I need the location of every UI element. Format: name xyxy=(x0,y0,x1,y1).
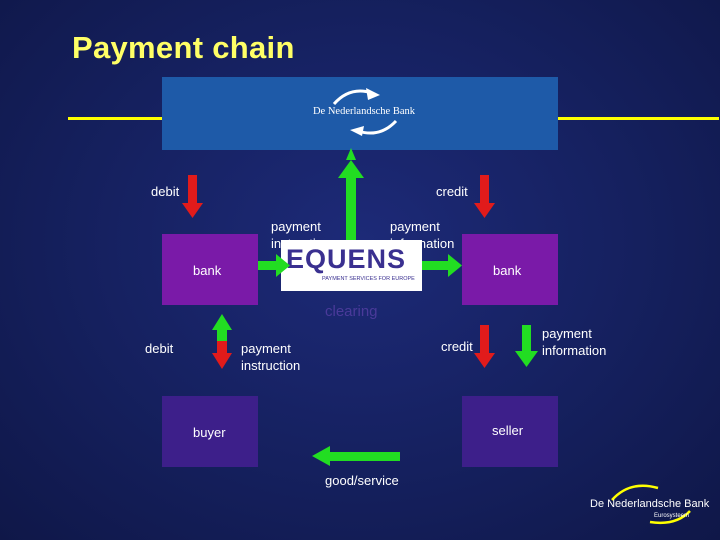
arrow-debit-bottom xyxy=(212,314,232,369)
buyer-box xyxy=(162,396,258,467)
arrow-debit-top xyxy=(182,175,203,218)
footer-tagline: Eurosysteem xyxy=(654,513,690,519)
footer-brand: De Nederlandsche Bank xyxy=(590,498,710,510)
page-title: Payment chain xyxy=(72,30,295,65)
label-buyer: buyer xyxy=(193,425,226,440)
label-credit-bottom: credit xyxy=(441,339,473,354)
label-seller: seller xyxy=(492,423,524,438)
label-credit-top: credit xyxy=(436,184,468,199)
arrow-payment-info-bottom xyxy=(515,325,538,367)
label-payment-information-top: payment information xyxy=(390,219,455,251)
clearing-logo xyxy=(281,240,422,291)
label-debit-top: debit xyxy=(151,184,180,199)
clearing-logo-tagline: PAYMENT SERVICES FOR EUROPE xyxy=(322,276,415,282)
arrow-bank-to-clearing xyxy=(258,254,290,277)
seller-box xyxy=(462,396,558,467)
bank-right-box xyxy=(462,234,558,305)
clearing-logo-word: EQUENS xyxy=(286,244,407,274)
arrow-credit-bottom xyxy=(474,325,495,368)
title-rule-right xyxy=(557,117,719,120)
arrow-clearing-to-bank xyxy=(422,254,462,277)
arrow-up-to-central-bank xyxy=(338,148,364,240)
title-rule-left xyxy=(68,117,168,120)
dnb-swirl-arrow-bottom xyxy=(350,126,364,136)
label-bank-right: bank xyxy=(493,263,522,278)
label-payment-instruction-top: payment instruction xyxy=(271,219,331,251)
label-debit-bottom: debit xyxy=(145,341,174,356)
label-payment-instruction-bottom: payment instruction xyxy=(241,341,301,373)
dnb-swirl-arrow-top xyxy=(366,88,380,100)
central-bank-logo-text: De Nederlandsche Bank xyxy=(312,106,416,117)
label-good-service: good/service xyxy=(325,473,399,488)
dnb-swirl-icon xyxy=(332,89,398,135)
label-payment-information-bottom: payment information xyxy=(542,326,607,358)
central-bank-logo xyxy=(298,77,430,150)
arrow-good-service xyxy=(312,446,400,466)
bank-left-box xyxy=(162,234,258,305)
label-bank-left: bank xyxy=(193,263,222,278)
footer-swirl-icon xyxy=(611,484,691,525)
arrow-credit-top xyxy=(474,175,495,218)
clearing-label: clearing xyxy=(325,303,378,320)
